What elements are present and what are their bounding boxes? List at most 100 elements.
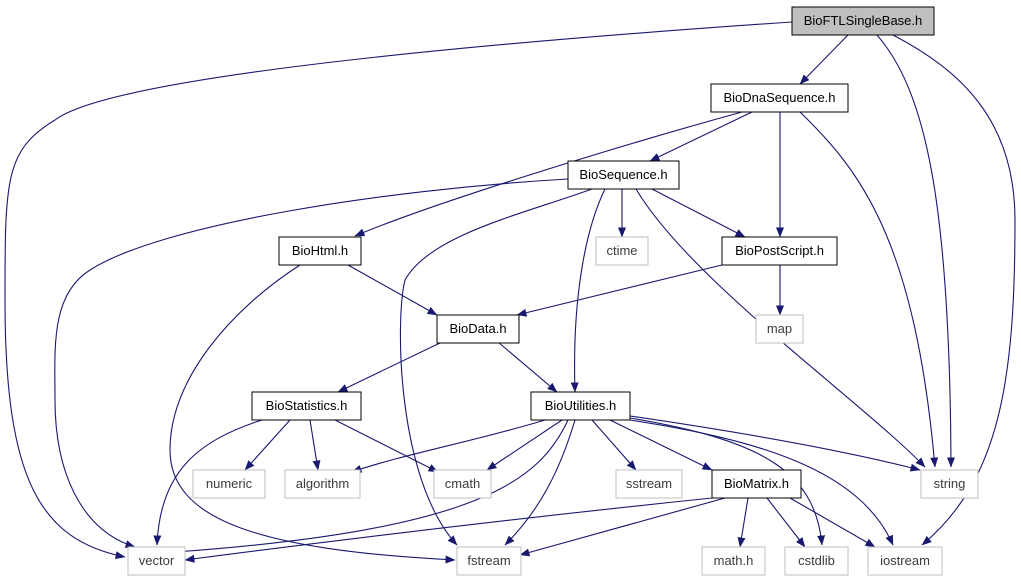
node-box bbox=[784, 546, 849, 576]
node-label: BioMatrix.h bbox=[724, 476, 789, 491]
edge-bioutilities-to-fstream bbox=[504, 419, 576, 546]
nodes-layer: BioFTLSingleBase.h BioDnaSequence.h BioS… bbox=[127, 6, 979, 576]
node-label: cmath bbox=[445, 476, 480, 491]
node-label: sstream bbox=[626, 476, 672, 491]
edge-biofltsinglebase-to-vector bbox=[4, 21, 793, 560]
node-box bbox=[710, 83, 849, 113]
node-box bbox=[615, 469, 683, 499]
node-label: numeric bbox=[206, 476, 253, 491]
node-mathh[interactable]: math.h bbox=[701, 546, 766, 576]
node-box bbox=[701, 546, 766, 576]
edge-bioutilities-to-algorithm bbox=[351, 419, 546, 473]
node-iostream[interactable]: iostream bbox=[867, 546, 943, 576]
node-label: math.h bbox=[714, 553, 754, 568]
edge-biodata-to-biostatistics bbox=[337, 341, 443, 393]
node-sstream[interactable]: sstream bbox=[615, 469, 683, 499]
node-box bbox=[278, 236, 362, 266]
edge-biosequence-to-vector bbox=[54, 178, 569, 549]
node-biofltsinglebase[interactable]: BioFTLSingleBase.h bbox=[791, 6, 935, 36]
node-biohtml[interactable]: BioHtml.h bbox=[278, 236, 362, 266]
node-biomatrix[interactable]: BioMatrix.h bbox=[711, 469, 802, 499]
edge-biostatistics-to-algorithm bbox=[309, 419, 321, 471]
node-label: BioStatistics.h bbox=[266, 398, 348, 413]
edge-biosequence-to-fstream bbox=[399, 188, 593, 546]
node-box bbox=[791, 6, 935, 36]
node-label: BioUtilities.h bbox=[545, 398, 617, 413]
node-label: fstream bbox=[467, 553, 510, 568]
node-label: string bbox=[934, 476, 966, 491]
node-biodata[interactable]: BioData.h bbox=[436, 314, 520, 344]
node-cmath[interactable]: cmath bbox=[433, 469, 492, 499]
node-biosequence[interactable]: BioSequence.h bbox=[567, 160, 680, 190]
node-box bbox=[721, 236, 838, 266]
edge-bioutilities-to-cmath bbox=[486, 419, 563, 471]
node-label: BioDnaSequence.h bbox=[723, 90, 835, 105]
edge-bioutilities-to-cstdlib bbox=[629, 417, 826, 546]
edge-biofltsinglebase-to-biodnasequence bbox=[799, 34, 849, 85]
node-label: BioPostScript.h bbox=[735, 243, 824, 258]
node-box bbox=[436, 314, 520, 344]
edge-biosequence-to-biopostscript bbox=[651, 188, 746, 238]
edge-biomatrix-to-fstream bbox=[519, 497, 726, 557]
node-box bbox=[711, 469, 802, 499]
edge-biodata-to-bioutilities bbox=[497, 341, 558, 393]
edge-biodnasequence-to-biosequence bbox=[649, 111, 753, 162]
node-label: BioData.h bbox=[449, 321, 506, 336]
node-bioutilities[interactable]: BioUtilities.h bbox=[530, 391, 631, 421]
edge-biostatistics-to-cmath bbox=[334, 419, 439, 473]
node-biostatistics[interactable]: BioStatistics.h bbox=[251, 391, 362, 421]
edge-bioutilities-to-string bbox=[629, 415, 921, 472]
edge-biomatrix-to-mathh bbox=[737, 497, 749, 548]
node-label: BioFTLSingleBase.h bbox=[804, 13, 923, 28]
edge-biodnasequence-to-string bbox=[799, 111, 939, 468]
edge-biomatrix-to-cstdlib bbox=[766, 497, 806, 548]
node-numeric[interactable]: numeric bbox=[192, 469, 266, 499]
node-vector[interactable]: vector bbox=[127, 546, 186, 576]
node-box bbox=[192, 469, 266, 499]
node-box bbox=[127, 546, 186, 576]
node-ctime[interactable]: ctime bbox=[595, 236, 649, 266]
edge-bioutilities-to-biomatrix bbox=[609, 419, 713, 471]
node-box bbox=[755, 314, 804, 344]
node-box bbox=[284, 469, 361, 499]
edge-bioutilities-to-iostream bbox=[629, 419, 894, 546]
node-label: cstdlib bbox=[798, 553, 835, 568]
node-box bbox=[251, 391, 362, 421]
edge-biosequence-to-bioutilities bbox=[570, 188, 606, 393]
node-algorithm[interactable]: algorithm bbox=[284, 469, 361, 499]
edge-biopostscript-to-biodata bbox=[516, 264, 723, 317]
edges-layer bbox=[4, 21, 1016, 564]
edge-biomatrix-to-iostream bbox=[789, 497, 876, 548]
node-string[interactable]: string bbox=[920, 469, 979, 499]
edge-bioutilities-to-sstream bbox=[591, 419, 637, 471]
node-label: iostream bbox=[880, 553, 930, 568]
node-label: BioSequence.h bbox=[579, 167, 667, 182]
edge-biomatrix-to-vector bbox=[184, 497, 713, 563]
edge-biostatistics-to-numeric bbox=[244, 419, 291, 471]
node-box bbox=[530, 391, 631, 421]
node-label: ctime bbox=[606, 243, 637, 258]
node-label: map bbox=[767, 321, 792, 336]
node-box bbox=[595, 236, 649, 266]
node-box bbox=[456, 546, 522, 576]
node-label: BioHtml.h bbox=[292, 243, 348, 258]
node-box bbox=[920, 469, 979, 499]
edge-biohtml-to-fstream bbox=[169, 264, 456, 564]
edge-biodnasequence-to-biohtml bbox=[354, 111, 743, 237]
edge-bioutilities-to-vector bbox=[174, 419, 569, 556]
edge-biostatistics-to-vector bbox=[153, 419, 263, 546]
node-label: algorithm bbox=[296, 476, 349, 491]
node-box bbox=[433, 469, 492, 499]
node-biodnasequence[interactable]: BioDnaSequence.h bbox=[710, 83, 849, 113]
node-biopostscript[interactable]: BioPostScript.h bbox=[721, 236, 838, 266]
node-cstdlib[interactable]: cstdlib bbox=[784, 546, 849, 576]
node-map[interactable]: map bbox=[755, 314, 804, 344]
edge-biofltsinglebase-to-iostream bbox=[892, 34, 1016, 546]
edge-biohtml-to-biodata bbox=[347, 264, 438, 316]
node-box bbox=[567, 160, 680, 190]
edge-biofltsinglebase-to-string bbox=[876, 34, 955, 468]
node-label: vector bbox=[139, 553, 175, 568]
node-box bbox=[867, 546, 943, 576]
node-fstream[interactable]: fstream bbox=[456, 546, 522, 576]
